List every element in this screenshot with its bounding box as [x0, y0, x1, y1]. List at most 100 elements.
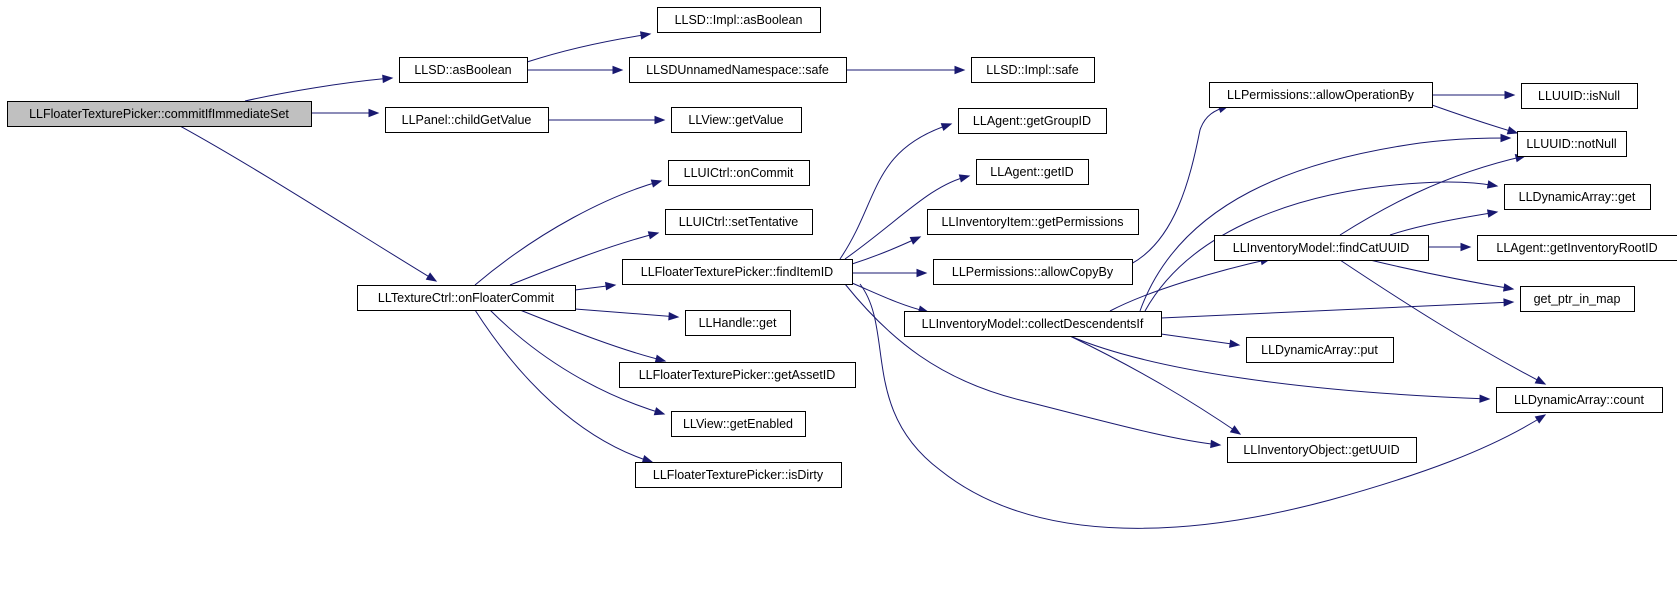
arrowhead — [1210, 439, 1222, 449]
node-collectDescendentsIf[interactable]: LLInventoryModel::collectDescendentsIf — [904, 311, 1162, 337]
node-commit[interactable]: LLFloaterTexturePicker::commitIfImmediat… — [7, 101, 312, 127]
node-unnamed_safe[interactable]: LLSDUnnamedNamespace::safe — [629, 57, 847, 83]
node-box[interactable] — [629, 57, 847, 83]
arrowhead — [640, 31, 652, 40]
node-impl_safe[interactable]: LLSD::Impl::safe — [971, 57, 1095, 83]
arrowhead — [425, 272, 438, 282]
node-box[interactable] — [933, 259, 1133, 285]
arrowhead — [641, 455, 654, 464]
edge-line — [851, 282, 929, 313]
node-label: LLDynamicArray::get — [1519, 190, 1636, 204]
node-onFloaterCommit[interactable]: LLTextureCtrl::onFloaterCommit — [357, 285, 576, 311]
node-label: LLPanel::childGetValue — [402, 113, 532, 127]
node-box[interactable] — [668, 160, 810, 186]
node-allowOperationBy[interactable]: LLPermissions::allowOperationBy — [1209, 82, 1433, 108]
node-box[interactable] — [665, 209, 813, 235]
edge-collectDescendentsIf-to-getUUID — [1069, 335, 1242, 435]
node-label: LLInventoryModel::collectDescendentsIf — [922, 317, 1144, 331]
edge-line — [1144, 181, 1498, 312]
edge-line — [839, 123, 952, 260]
node-findCatUUID[interactable]: LLInventoryModel::findCatUUID — [1214, 235, 1429, 261]
node-box[interactable] — [1504, 184, 1651, 210]
node-box[interactable] — [685, 310, 791, 336]
node-findItemID[interactable]: LLFloaterTexturePicker::findItemID — [622, 259, 853, 285]
edge-findItemID-to-da_count — [859, 283, 1547, 529]
arrowhead — [1228, 339, 1241, 348]
arrowhead — [1506, 126, 1519, 135]
node-onCommit[interactable]: LLUICtrl::onCommit — [668, 160, 810, 186]
arrowhead — [954, 65, 966, 75]
node-box[interactable] — [619, 362, 856, 388]
node-isNull[interactable]: LLUUID::isNull — [1521, 83, 1638, 109]
node-asBoolean[interactable]: LLSD::asBoolean — [399, 57, 528, 83]
node-box[interactable] — [7, 101, 312, 127]
edge-line — [574, 308, 679, 318]
edge-line — [489, 309, 665, 415]
node-view_getValue[interactable]: LLView::getValue — [671, 107, 802, 133]
node-handle_get[interactable]: LLHandle::get — [685, 310, 791, 336]
node-getEnabled[interactable]: LLView::getEnabled — [671, 411, 806, 437]
node-setTentative[interactable]: LLUICtrl::setTentative — [665, 209, 813, 235]
node-box[interactable] — [1477, 235, 1677, 261]
edge-line — [1389, 211, 1498, 236]
node-box[interactable] — [958, 108, 1107, 134]
node-getGroupID[interactable]: LLAgent::getGroupID — [958, 108, 1107, 134]
node-getPermissions[interactable]: LLInventoryItem::getPermissions — [927, 209, 1139, 235]
node-box[interactable] — [671, 107, 802, 133]
node-box[interactable] — [357, 285, 576, 311]
edge-findCatUUID-to-get_ptr_in_map — [1369, 259, 1515, 292]
node-box[interactable] — [1496, 387, 1663, 413]
edge-onFloaterCommit-to-findItemID — [574, 281, 617, 291]
node-childGetValue[interactable]: LLPanel::childGetValue — [385, 107, 549, 133]
node-allowCopyBy[interactable]: LLPermissions::allowCopyBy — [933, 259, 1133, 285]
node-getID[interactable]: LLAgent::getID — [976, 159, 1089, 185]
node-label: LLSD::Impl::asBoolean — [675, 13, 803, 27]
node-box[interactable] — [671, 411, 806, 437]
edge-asBoolean-to-unnamed_safe — [527, 65, 624, 75]
node-get_ptr_in_map[interactable]: get_ptr_in_map — [1520, 286, 1635, 312]
node-da_count[interactable]: LLDynamicArray::count — [1496, 387, 1663, 413]
node-box[interactable] — [904, 311, 1162, 337]
edge-line — [1339, 259, 1546, 385]
edge-onFloaterCommit-to-handle_get — [574, 308, 680, 321]
node-getInventoryRootID[interactable]: LLAgent::getInventoryRootID — [1477, 235, 1677, 261]
arrowhead — [1460, 242, 1472, 252]
node-box[interactable] — [1227, 437, 1417, 463]
arrowhead — [1486, 209, 1499, 218]
edge-onFloaterCommit-to-onCommit — [474, 179, 663, 286]
node-label: LLSD::Impl::safe — [986, 63, 1078, 77]
node-box[interactable] — [635, 462, 842, 488]
edge-commit-to-childGetValue — [311, 108, 380, 118]
node-label: LLAgent::getInventoryRootID — [1496, 241, 1657, 255]
node-notNull[interactable]: LLUUID::notNull — [1517, 131, 1627, 157]
edge-commit-to-onFloaterCommit — [179, 125, 438, 282]
edge-line — [519, 309, 666, 362]
arrowhead — [368, 108, 380, 118]
node-box[interactable] — [1214, 235, 1429, 261]
node-box[interactable] — [1517, 131, 1627, 157]
node-box[interactable] — [1521, 83, 1638, 109]
node-box[interactable] — [399, 57, 528, 83]
edge-line — [1431, 104, 1518, 134]
edge-line — [1160, 301, 1514, 319]
node-label: LLFloaterTexturePicker::isDirty — [653, 468, 824, 482]
node-box[interactable] — [971, 57, 1095, 83]
node-getAssetID[interactable]: LLFloaterTexturePicker::getAssetID — [619, 362, 856, 388]
node-box[interactable] — [622, 259, 853, 285]
node-impl_asBoolean[interactable]: LLSD::Impl::asBoolean — [657, 7, 821, 33]
node-box[interactable] — [1209, 82, 1433, 108]
edge-onFloaterCommit-to-getAssetID — [519, 309, 667, 363]
node-label: LLInventoryItem::getPermissions — [941, 215, 1123, 229]
node-label: LLUUID::notNull — [1526, 137, 1616, 151]
node-box[interactable] — [385, 107, 549, 133]
node-box[interactable] — [1520, 286, 1635, 312]
node-box[interactable] — [1246, 337, 1394, 363]
node-getUUID[interactable]: LLInventoryObject::getUUID — [1227, 437, 1417, 463]
node-isDirty[interactable]: LLFloaterTexturePicker::isDirty — [635, 462, 842, 488]
edge-findItemID-to-collectDescendentsIf — [851, 282, 930, 314]
node-box[interactable] — [927, 209, 1139, 235]
node-da_put[interactable]: LLDynamicArray::put — [1246, 337, 1394, 363]
node-da_get[interactable]: LLDynamicArray::get — [1504, 184, 1651, 210]
node-box[interactable] — [976, 159, 1089, 185]
node-box[interactable] — [657, 7, 821, 33]
